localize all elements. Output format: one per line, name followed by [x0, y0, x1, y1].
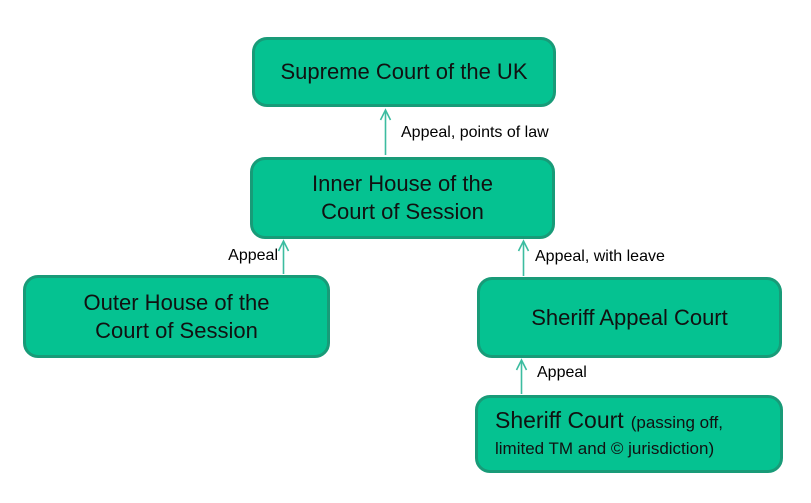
- arrow-up-icon-sheriff-to-sheriff-appeal: [515, 358, 528, 394]
- node-supreme-court-uk: Supreme Court of the UK: [252, 37, 556, 107]
- edge-label-appeal-with-leave: Appeal, with leave: [535, 248, 665, 265]
- node-label-line1: Outer House of the: [83, 289, 270, 315]
- node-label-line2: Court of Session: [95, 317, 258, 343]
- node-sheriff-appeal-court: Sheriff Appeal Court: [477, 277, 782, 358]
- edge-label-appeal-sheriff: Appeal: [537, 364, 587, 381]
- sheriff-court-title: Sheriff Court: [495, 406, 624, 433]
- node-label-line1: Inner House of the: [311, 171, 493, 196]
- edge-label-appeal-outer: Appeal: [228, 247, 278, 264]
- node-outer-house-court-of-session: Outer House of the Court of Session: [23, 275, 330, 358]
- sheriff-court-subtitle-part1: (passing off,: [630, 412, 723, 432]
- sheriff-court-subtitle-part2: limited TM and © jurisdiction): [495, 438, 715, 458]
- edge-label-appeal-points-of-law: Appeal, points of law: [401, 124, 549, 141]
- node-label-line1: Sheriff Court (passing off,: [495, 407, 723, 436]
- arrow-up-icon-outer-to-inner: [277, 239, 290, 274]
- node-label-line2: Court of Session: [321, 199, 484, 224]
- node-label: Supreme Court of the UK: [280, 59, 528, 84]
- arrow-up-icon-sheriff-appeal-to-inner: [517, 239, 530, 276]
- arrow-up-icon-inner-to-supreme: [379, 108, 392, 155]
- node-label: Sheriff Appeal Court: [531, 304, 728, 330]
- node-inner-house-court-of-session: Inner House of the Court of Session: [250, 157, 555, 239]
- node-sheriff-court: Sheriff Court (passing off, limited TM an…: [475, 395, 783, 473]
